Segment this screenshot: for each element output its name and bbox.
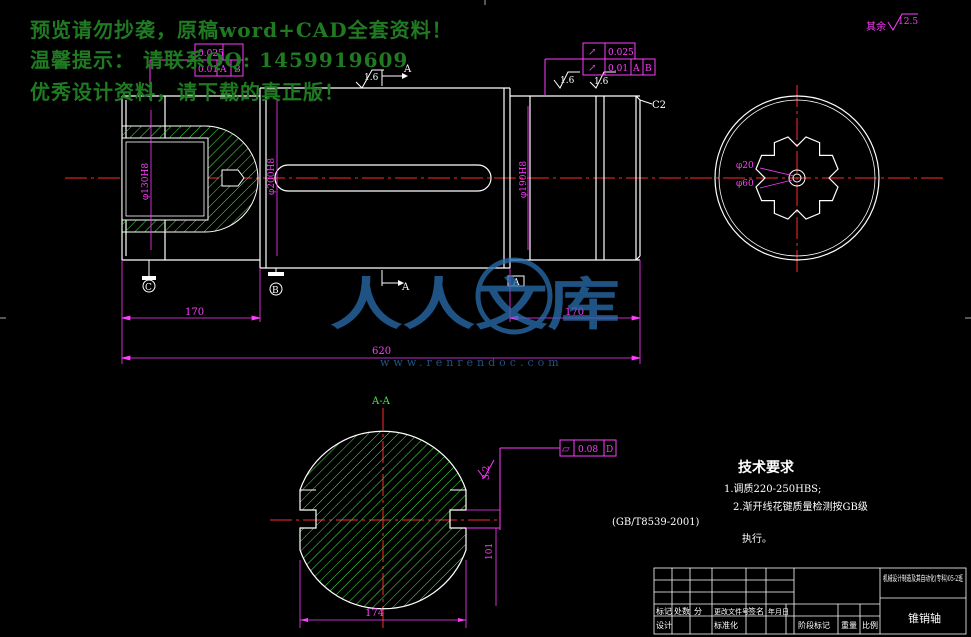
tb-fenqu: 分 [694,607,702,616]
tb-zhongliang: 重量 [841,620,857,630]
end-view: φ20 φ60 其余 12.5 [690,13,945,272]
section-title: A-A [371,396,391,407]
flatness-symbol: ⏥ [562,444,570,455]
tol-right-datum-b: B [645,64,652,74]
title-block-text: 标记 处数 分 更改文件号 签名 年月日 设计 标准化 阶段标记 重量 比例 机… [656,573,963,630]
tech-item-1: 1.调质220-250HBS; [724,483,821,495]
flatness-datum: D [606,445,613,455]
tech-requirements: 技术要求 1.调质220-250HBS; 2.渐开线花键质量检测按GB级 (GB… [612,459,868,545]
tol-right-value-2: 0.01 [608,64,628,74]
main-view: φ130H8 φ200H8 φ190H8 A A C B A C2 [65,42,690,364]
watermark-line-2: 温馨提示： 请联系QQ: 1459919609 [30,48,409,72]
tb-jieduan: 阶段标记 [798,620,830,630]
tech-item-3: 执行。 [742,532,772,545]
tb-bili: 比例 [862,620,878,630]
tol-left-value-2: 0.01 [198,65,218,75]
end-dia-60: φ60 [736,179,754,189]
tol-left-value-1: 0.025 [198,49,224,59]
standard-note: (GB/T8539-2001) [612,517,700,528]
flatness-value: 0.08 [578,445,598,455]
logo-text: 人人文库 [330,272,620,338]
spline-teeth [755,136,839,220]
section-mark-bottom: A [401,282,410,293]
chamfer-label: C2 [652,100,666,111]
tol-left-datum-b: B [234,65,241,75]
logo-watermark: 人人文库 www.renrendoc.com [330,257,620,369]
dia-mid-label: φ200H8 [267,158,277,195]
watermark-line-1: 预览请勿抄袭，原稿word+CAD全套资料！ [30,18,453,42]
end-dia-20: φ20 [736,161,754,171]
tb-sheji: 设计 [656,620,672,630]
watermark-line-3: 优秀设计资料，请下载的真正版！ [30,80,345,104]
tb-biaoji: 标记 [656,606,672,616]
bore-cavity [121,137,209,221]
section-view: A-A ⏥ 0.08 D 3.2 101 174 [270,396,617,630]
tech-item-2: 2.渐开线花键质量检测按GB级 [733,500,868,513]
logo-url: www.renrendoc.com [380,356,563,369]
title-block [653,567,967,635]
dim-bottom: 174 [365,608,384,619]
dia-left-label: φ130H8 [141,163,151,200]
datum-a-main: A [512,278,520,288]
dimensions [121,260,641,364]
rough-remaining-label: 其余 [866,20,886,33]
tol-frame-left: 0.025 0.01 A B [149,43,244,100]
rough-remaining-value: 12.5 [898,17,918,27]
datum-b: B [272,286,279,296]
tb-nianyueri: 年月日 [768,607,789,616]
tech-title: 技术要求 [738,459,795,476]
dim-170-right: 170 [565,307,584,318]
section-hatch [299,430,467,610]
tol-right-value-1: 0.025 [608,48,634,58]
tol-frame-right: ↗ ↗ 0.025 0.01 A B [544,42,656,96]
tb-part-name: 锥销轴 [908,611,941,625]
tol-right-symbol-1: ↗ [588,47,596,58]
dim-170-left: 170 [185,307,204,318]
rough-b: 1.6 [560,76,575,86]
tol-right-datum-a: A [632,64,640,74]
section-mark-top: A [403,64,412,75]
dim-vertical: 101 [485,543,495,560]
tb-school: 机械设计制造及其自动化(专科)05-2班 [883,573,963,583]
tol-left-datum-a: A [219,65,227,75]
tb-gengai: 更改文件号 [714,607,749,616]
tol-right-symbol-2: ↗ [588,63,596,74]
tb-biaozhunhua: 标准化 [714,620,738,630]
rough-a: 1.6 [364,73,379,83]
dim-620: 620 [372,346,391,357]
spline-profile [755,136,839,220]
datum-c: C [145,283,152,293]
rough-c: 1.6 [594,77,609,87]
tb-chushu: 处数 [674,606,690,616]
tb-qianming: 签名 [748,606,764,616]
dia-right-label: φ190H8 [519,161,529,198]
